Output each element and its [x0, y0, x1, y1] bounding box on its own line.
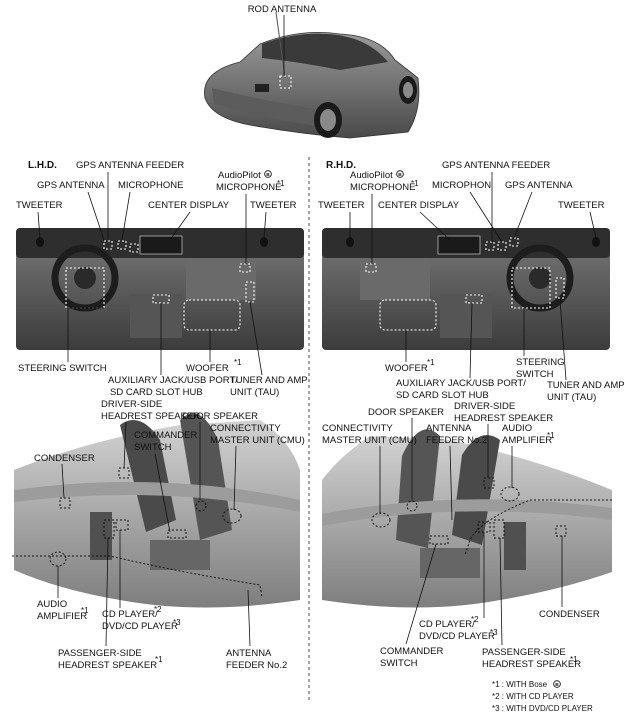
lhd-tweeter-left-label: TWEETER [16, 200, 63, 211]
note-mark-1: *1 [234, 358, 242, 367]
rhd-audiopilot-label-line1: AudioPilot [350, 170, 393, 181]
note-mark-1: *1 [411, 179, 419, 188]
rhd-driver-headrest-label-line1: DRIVER-SIDE [454, 401, 515, 412]
note-mark-1: *1 [427, 358, 435, 367]
rhd-steering-switch-label-line2: SWITCH [516, 369, 554, 380]
note-mark-1: *1 [277, 179, 285, 188]
lhd-audiopilot-label-line2: MICROPHONE [216, 182, 281, 193]
lhd-audio-amplifier-label-line1: AUDIO [37, 599, 67, 610]
lhd-cmu-label-line1: CONNECTIVITY [210, 423, 281, 434]
rhd-center-display-label: CENTER DISPLAY [378, 200, 460, 211]
note-with-cd-player: *2 : WITH CD PLAYER [492, 692, 574, 701]
rhd-audio-amplifier-label-line1: AUDIO [502, 423, 532, 434]
lhd-door-speaker-label: DOOR SPEAKER [182, 411, 258, 422]
rhd-tweeter-right-label: TWEETER [558, 200, 605, 211]
lhd-microphone-label: MICROPHONE [118, 180, 183, 191]
rhd-condenser-label: CONDENSER [539, 609, 600, 620]
lhd-tuner-label-line2: UNIT (TAU) [230, 387, 279, 398]
rhd-dashboard-illustration [322, 228, 610, 350]
rhd-cd-player-label-line1: CD PLAYER/ [419, 619, 475, 630]
note-mark-1: *1 [81, 606, 89, 615]
lhd-antenna-feeder-label-line1: ANTENNA [226, 648, 272, 659]
lhd-cd-player-label-line1: CD PLAYER/ [102, 609, 158, 620]
lhd-heading: L.H.D. [28, 160, 57, 171]
lhd-driver-headrest-label-line2: HEADREST SPEAKER [101, 411, 200, 422]
lhd-woofer-label: WOOFER [186, 363, 229, 374]
rhd-woofer-label: WOOFER [385, 363, 428, 374]
note-mark-1: *1 [547, 431, 555, 440]
rhd-tuner-label-line1: TUNER AND AMP [547, 380, 625, 391]
rhd-aux-label-line2: SD CARD SLOT HUB [396, 390, 489, 401]
note-mark-2: *2 [154, 605, 162, 614]
lhd-gps-antenna-label: GPS ANTENNA [37, 180, 105, 191]
rod-antenna-label: ROD ANTENNA [248, 4, 317, 15]
lhd-tweeter-right-label: TWEETER [250, 200, 297, 211]
rhd-passenger-headrest-label-line2: HEADREST SPEAKER [482, 659, 581, 670]
rhd-tuner-label-line2: UNIT (TAU) [547, 392, 596, 403]
lhd-cmu-label-line2: MASTER UNIT (CMU) [210, 435, 305, 446]
rhd-heading: R.H.D. [326, 160, 356, 171]
rhd-cd-player-label-line2: DVD/CD PLAYER [419, 631, 495, 642]
lhd-aux-label-line2: SD CARD SLOT HUB [110, 387, 203, 398]
lhd-commander-label-line1: COMMANDER [134, 430, 197, 441]
rhd-antenna-feeder-label-line1: ANTENNA [426, 423, 472, 434]
rhd-commander-label-line2: SWITCH [380, 658, 418, 669]
rhd-aux-label-line1: AUXILIARY JACK/USB PORT/ [396, 378, 526, 389]
lhd-passenger-headrest-label-line1: PASSENGER-SIDE [58, 648, 142, 659]
lhd-condenser-label: CONDENSER [34, 453, 95, 464]
note-with-dvd-cd-player: *3 : WITH DVD/CD PLAYER [492, 704, 593, 713]
rhd-commander-label-line1: COMMANDER [380, 646, 443, 657]
lhd-aux-label-line1: AUXILIARY JACK/USB PORT/ [108, 375, 238, 386]
note-with-bose: *1 : WITH Bose [492, 680, 548, 689]
lhd-gps-antenna-feeder-label: GPS ANTENNA FEEDER [76, 160, 184, 171]
note-mark-3: *3 [173, 618, 181, 627]
rhd-door-speaker-label: DOOR SPEAKER [368, 407, 444, 418]
rhd-steering-switch-label-line1: STEERING [516, 357, 565, 368]
lhd-passenger-headrest-label-line2: HEADREST SPEAKER [58, 660, 157, 671]
lhd-audiopilot-label-line1: AudioPilot [218, 170, 261, 181]
lhd-interior-illustration [12, 413, 300, 608]
lhd-commander-label-line2: SWITCH [134, 442, 172, 453]
lhd-audio-amplifier-label-line2: AMPLIFIER [37, 611, 87, 622]
rhd-cmu-label-line2: MASTER UNIT (CMU) [322, 435, 417, 446]
rhd-gps-antenna-feeder-label: GPS ANTENNA FEEDER [442, 160, 550, 171]
rhd-antenna-feeder-label-line2: FEEDER No.2 [426, 435, 487, 446]
note-mark-2: *2 [471, 615, 479, 624]
note-mark-3: *3 [490, 628, 498, 637]
lhd-center-display-label: CENTER DISPLAY [148, 200, 230, 211]
rear-car-illustration [204, 11, 420, 139]
rhd-tweeter-left-label: TWEETER [318, 200, 365, 211]
bose-logo-icon [264, 170, 272, 178]
lhd-driver-headrest-label-line1: DRIVER-SIDE [101, 399, 162, 410]
rhd-interior-illustration [322, 429, 612, 608]
rhd-gps-antenna-label: GPS ANTENNA [505, 180, 573, 191]
lhd-cd-player-label-line2: DVD/CD PLAYER [102, 621, 178, 632]
note-mark-1: *1 [155, 655, 163, 664]
lhd-antenna-feeder-label-line2: FEEDER No.2 [226, 660, 287, 671]
rhd-audiopilot-label-line2: MICROPHONE [350, 182, 415, 193]
lhd-steering-switch-label: STEERING SWITCH [18, 363, 107, 374]
lhd-tuner-label-line1: TUNER AND AMP [230, 375, 308, 386]
rhd-audio-amplifier-label-line2: AMPLIFIER [502, 435, 552, 446]
lhd-dashboard-illustration [16, 228, 304, 350]
rhd-passenger-headrest-label-line1: PASSENGER-SIDE [482, 647, 566, 658]
bose-logo-icon [553, 680, 561, 688]
rhd-cmu-label-line1: CONNECTIVITY [322, 423, 393, 434]
rhd-microphone-label: MICROPHON [432, 180, 491, 191]
note-mark-1: *1 [570, 655, 578, 664]
bose-logo-icon [396, 170, 404, 178]
rhd-driver-headrest-label-line2: HEADREST SPEAKER [454, 413, 553, 424]
